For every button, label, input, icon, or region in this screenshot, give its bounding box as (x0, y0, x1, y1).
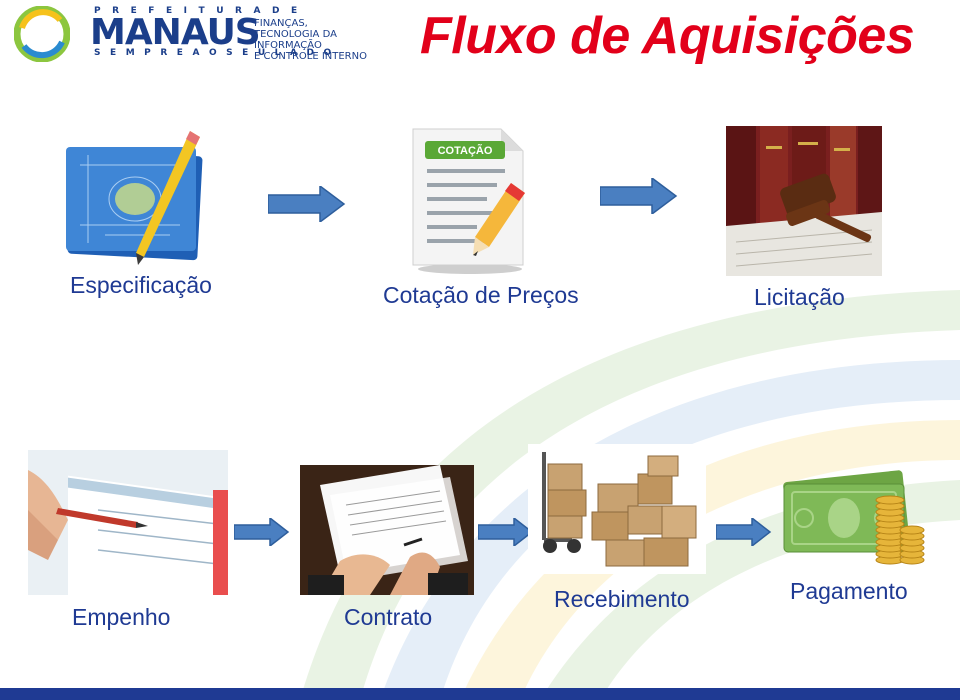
logo-department-line: E CONTROLE INTERNO (254, 51, 367, 62)
logo-slogan: S E M P R E A O S E U L A D O (94, 48, 335, 58)
logo-name: MANAUS (90, 12, 261, 53)
gavel-icon (726, 126, 882, 276)
step-label-contrato: Contrato (344, 604, 433, 630)
cotacao-badge: COTAÇÃO (438, 144, 493, 157)
step-label-recebimento: Recebimento (554, 586, 690, 612)
logo-department-line: FINANÇAS, (254, 18, 308, 29)
money-coins-icon (783, 470, 925, 565)
flow-arrow-icon (234, 518, 290, 546)
flow-arrow-icon (716, 518, 772, 546)
step-label-pagamento: Pagamento (790, 578, 908, 604)
boxes-handtruck-icon (528, 444, 706, 574)
step-label-cotacao: Cotação de Preços (383, 282, 579, 308)
check-signing-icon (28, 450, 228, 595)
page-title: Fluxo de Aquisições (420, 7, 915, 65)
flow-arrow-icon (268, 186, 346, 222)
flow-arrow-icon (478, 518, 534, 546)
step-label-empenho: Empenho (72, 604, 171, 630)
logo-department: FINANÇAS, TECNOLOGIA DA INFORMAÇÃO E CON… (254, 18, 404, 62)
step-label-especificacao: Especificação (70, 272, 212, 298)
manaus-logo: P R E F E I T U R A D E MANAUS S E M P R… (14, 4, 394, 62)
logo-department-line: TECNOLOGIA DA INFORMAÇÃO (254, 29, 337, 51)
manaus-emblem-icon (14, 6, 70, 62)
footer-bar (0, 688, 960, 700)
logo-prefix: P R E F E I T U R A D E (94, 6, 302, 16)
step-label-licitacao: Licitação (754, 284, 845, 310)
blueprint-pencil-icon (66, 131, 203, 265)
flow-arrow-icon (600, 178, 678, 214)
contract-signing-icon (300, 465, 474, 595)
document-quote-icon: COTAÇÃO (412, 128, 525, 274)
